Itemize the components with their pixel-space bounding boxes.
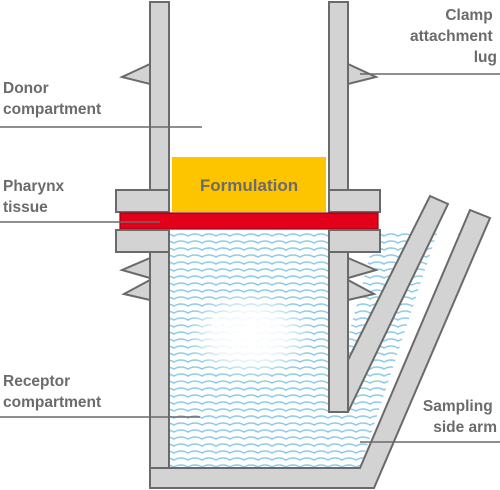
clamp-label: Clamp attachment lug [410, 7, 497, 66]
receptor-right-wall [328, 251, 349, 413]
clamp-lug-lower-right-1 [347, 256, 379, 280]
sampling-label: Sampling side arm [423, 398, 497, 436]
fluid-wave-line [169, 240, 442, 244]
fluid-wave-line [169, 422, 442, 426]
pharynx-tissue-membrane [119, 212, 379, 230]
clamp-lug-upper-left [119, 62, 151, 86]
fluid-wave-line [169, 408, 442, 412]
receptor-left-wall [149, 251, 170, 469]
fluid-wave-line [169, 429, 442, 433]
side-arm-inner-wall [347, 194, 450, 413]
pharynx-label: Pharynx tissue [3, 178, 68, 216]
lower-flange-left [115, 229, 170, 253]
fluid-wave-line [169, 443, 442, 447]
fluid-wave-line [169, 415, 442, 419]
fluid-wave-line [169, 464, 442, 468]
donor-label: Donor compartment [3, 80, 101, 118]
clamp-lug-lower-left-2 [121, 278, 151, 302]
formulation-block [172, 157, 326, 212]
receiver-fluid-glow [185, 291, 313, 379]
donor-right-wall [328, 1, 349, 191]
lower-flange-right [328, 229, 381, 253]
donor-left-wall [149, 1, 170, 191]
fluid-wave-line [169, 450, 442, 454]
fluid-wave-line [169, 457, 442, 461]
side-arm-outer-wall [149, 208, 492, 489]
receiver-fluid-label: Receiver fluid [211, 315, 287, 355]
clamp-lug-lower-right-2 [347, 278, 377, 302]
fluid-wave-line [169, 436, 442, 440]
clamp-lug-lower-left-1 [119, 256, 151, 280]
fluid-wave-line [169, 289, 442, 293]
formulation-label: Formulation [200, 176, 298, 195]
fluid-wave-line [169, 233, 442, 237]
upper-flange-left [115, 189, 170, 213]
upper-flange-right [328, 189, 381, 213]
receptor-label: Receptor compartment [3, 373, 101, 411]
fluid-wave-line [169, 296, 442, 300]
